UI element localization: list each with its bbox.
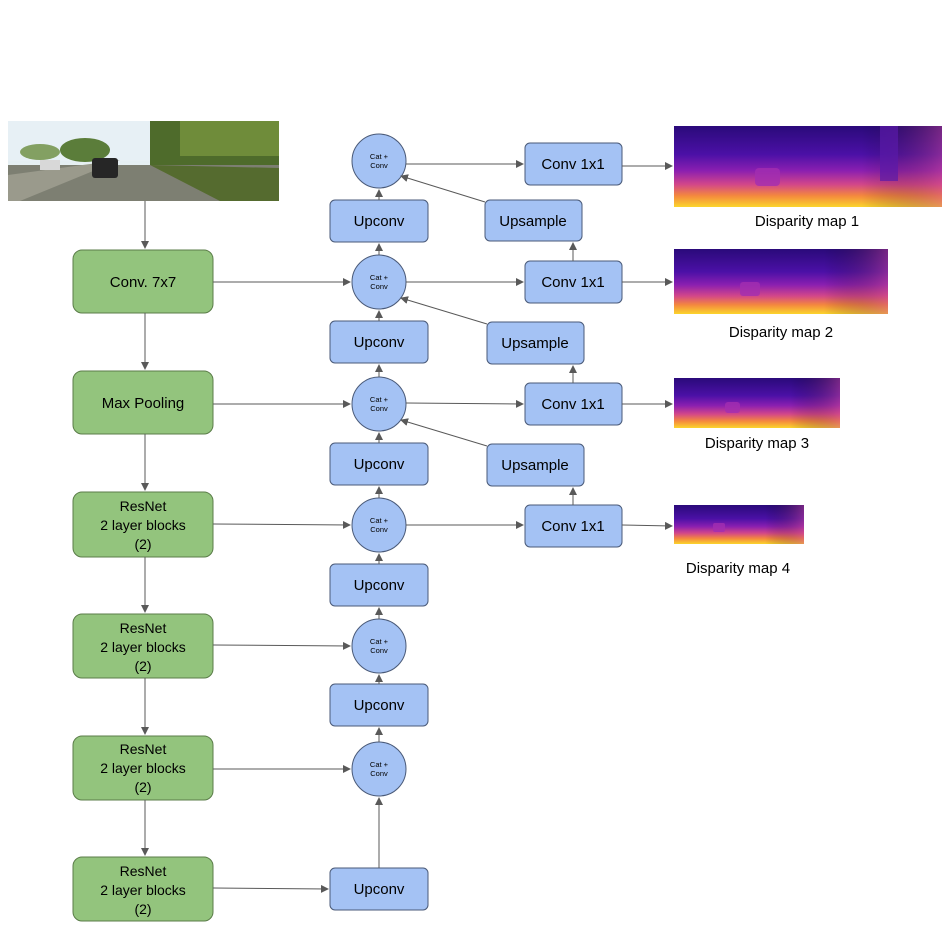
conv1x1-4: Conv 1x1 [524, 504, 623, 548]
encoder-conv7-label: Conv. 7x7 [110, 274, 176, 291]
upsample-1: Upsample [484, 199, 583, 242]
cat-conv-6: Cat + Conv [351, 741, 407, 797]
cat-label-line1: Cat + [370, 760, 389, 769]
encoder-conv7: Conv. 7x7 [72, 249, 214, 314]
resnet-label-line3: (2) [134, 658, 151, 674]
cat-conv-2: Cat + Conv [351, 254, 407, 310]
resnet-label-line1: ResNet [120, 498, 167, 514]
conv1x1-3: Conv 1x1 [524, 382, 623, 426]
cat-conv-1: Cat + Conv [351, 133, 407, 189]
cat-label-line2: Conv [370, 769, 388, 778]
cat-label-line1: Cat + [370, 273, 389, 282]
encoder-resnet-4: ResNet 2 layer blocks (2) [72, 856, 214, 922]
upconv-4: Upconv [329, 563, 429, 607]
resnet-label-line3: (2) [134, 779, 151, 795]
resnet-label-line2: 2 layer blocks [100, 639, 186, 655]
upconv-label: Upconv [354, 334, 405, 351]
resnet-label-line1: ResNet [120, 620, 167, 636]
disparity-map-1-image [674, 126, 942, 207]
conv1x1-label: Conv 1x1 [541, 396, 604, 413]
upsample-label: Upsample [499, 213, 567, 230]
upconv-label: Upconv [354, 881, 405, 898]
upconv-1: Upconv [329, 199, 429, 243]
cat-conv-4: Cat + Conv [351, 497, 407, 553]
upsample-label: Upsample [501, 457, 569, 474]
conv1x1-label: Conv 1x1 [541, 156, 604, 173]
resnet-label-line2: 2 layer blocks [100, 517, 186, 533]
cat-label-line1: Cat + [370, 637, 389, 646]
upconv-3: Upconv [329, 442, 429, 486]
cat-label-line2: Conv [370, 646, 388, 655]
encoder-resnet-2: ResNet 2 layer blocks (2) [72, 613, 214, 679]
upconv-2: Upconv [329, 320, 429, 364]
conv1x1-label: Conv 1x1 [541, 518, 604, 535]
resnet-label-line1: ResNet [120, 863, 167, 879]
cat-label-line2: Conv [370, 282, 388, 291]
upsample-2: Upsample [486, 321, 585, 365]
cat-conv-3: Cat + Conv [351, 376, 407, 432]
encoder-resnet-3: ResNet 2 layer blocks (2) [72, 735, 214, 801]
cat-label-line2: Conv [370, 404, 388, 413]
upconv-label: Upconv [354, 697, 405, 714]
input-street-photo [8, 121, 279, 201]
disparity-map-1-caption: Disparity map 1 [755, 213, 859, 230]
encoder-maxpool: Max Pooling [72, 370, 214, 435]
resnet-label-line2: 2 layer blocks [100, 760, 186, 776]
disparity-map-2-image [674, 249, 888, 314]
upconv-label: Upconv [354, 577, 405, 594]
cat-label-line1: Cat + [370, 152, 389, 161]
encoder-resnet-1: ResNet 2 layer blocks (2) [72, 491, 214, 558]
resnet-label-line3: (2) [134, 901, 151, 917]
disparity-map-4-caption: Disparity map 4 [686, 560, 790, 577]
disparity-map-3-caption: Disparity map 3 [705, 435, 809, 452]
conv1x1-1: Conv 1x1 [524, 142, 623, 186]
upconv-5: Upconv [329, 683, 429, 727]
resnet-label-line1: ResNet [120, 741, 167, 757]
resnet-label-line2: 2 layer blocks [100, 882, 186, 898]
upconv-label: Upconv [354, 456, 405, 473]
disparity-map-4-image [674, 505, 804, 544]
cat-label-line2: Conv [370, 525, 388, 534]
conv1x1-label: Conv 1x1 [541, 274, 604, 291]
upconv-6: Upconv [329, 867, 429, 911]
conv1x1-2: Conv 1x1 [524, 260, 623, 304]
cat-conv-5: Cat + Conv [351, 618, 407, 674]
decoder-arrows [212, 160, 673, 893]
encoder-maxpool-label: Max Pooling [102, 395, 185, 412]
disparity-map-3-image [674, 378, 840, 428]
disparity-map-2-caption: Disparity map 2 [729, 324, 833, 341]
cat-label-line2: Conv [370, 161, 388, 170]
resnet-label-line3: (2) [134, 536, 151, 552]
upsample-3: Upsample [486, 443, 585, 487]
upconv-label: Upconv [354, 213, 405, 230]
cat-label-line1: Cat + [370, 395, 389, 404]
upsample-label: Upsample [501, 335, 569, 352]
cat-label-line1: Cat + [370, 516, 389, 525]
